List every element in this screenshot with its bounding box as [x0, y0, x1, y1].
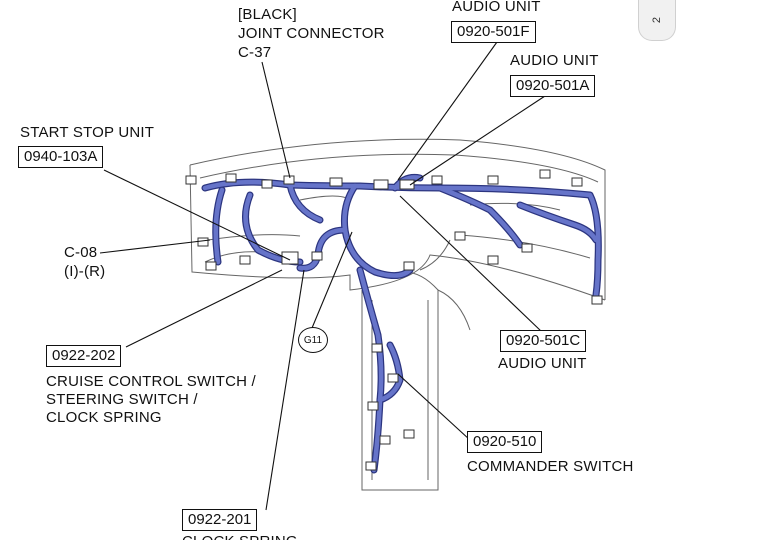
ground-g11-symbol: G11 [298, 327, 328, 353]
code-box-cruise: 0922-202 [46, 345, 122, 367]
code-box-audio-501a: 0920-501A [510, 75, 596, 97]
label-cruise-line1: CRUISE CONTROL SWITCH / [46, 373, 256, 390]
code-box-start-stop: 0940-103A [18, 146, 104, 168]
label-c08-sub: (I)-(R) [64, 263, 106, 280]
label-audio-unit-bottom: AUDIO UNIT [498, 355, 587, 372]
code-box-audio-501f: 0920-501F [451, 21, 536, 43]
label-commander-switch: COMMANDER SWITCH [467, 458, 634, 475]
ground-g11-label: G11 [303, 334, 323, 346]
wire-harness [201, 174, 602, 474]
label-cruise-line2: STEERING SWITCH / [46, 391, 198, 408]
label-audio-unit-mid: AUDIO UNIT [510, 52, 599, 69]
label-audio-unit-top: AUDIO UNIT [452, 0, 541, 15]
label-cruise-line3: CLOCK SPRING [46, 409, 162, 426]
page-number: 2 [651, 16, 663, 24]
label-start-stop-unit: START STOP UNIT [20, 124, 155, 141]
label-c08: C-08 [64, 244, 98, 261]
connectors [185, 169, 603, 471]
label-joint-connector: JOINT CONNECTOR [238, 25, 385, 42]
label-black: [BLACK] [238, 6, 297, 23]
page-indicator-tab[interactable]: 2 [638, 0, 676, 41]
code-box-audio-501c: 0920-501C [500, 330, 587, 352]
label-clock-spring-partial: CLOCK SPRING [182, 533, 298, 540]
leader-lines [99, 41, 546, 511]
label-c37: C-37 [238, 44, 272, 61]
code-box-clock-spring: 0922-201 [182, 509, 258, 531]
code-box-commander: 0920-510 [467, 431, 543, 453]
